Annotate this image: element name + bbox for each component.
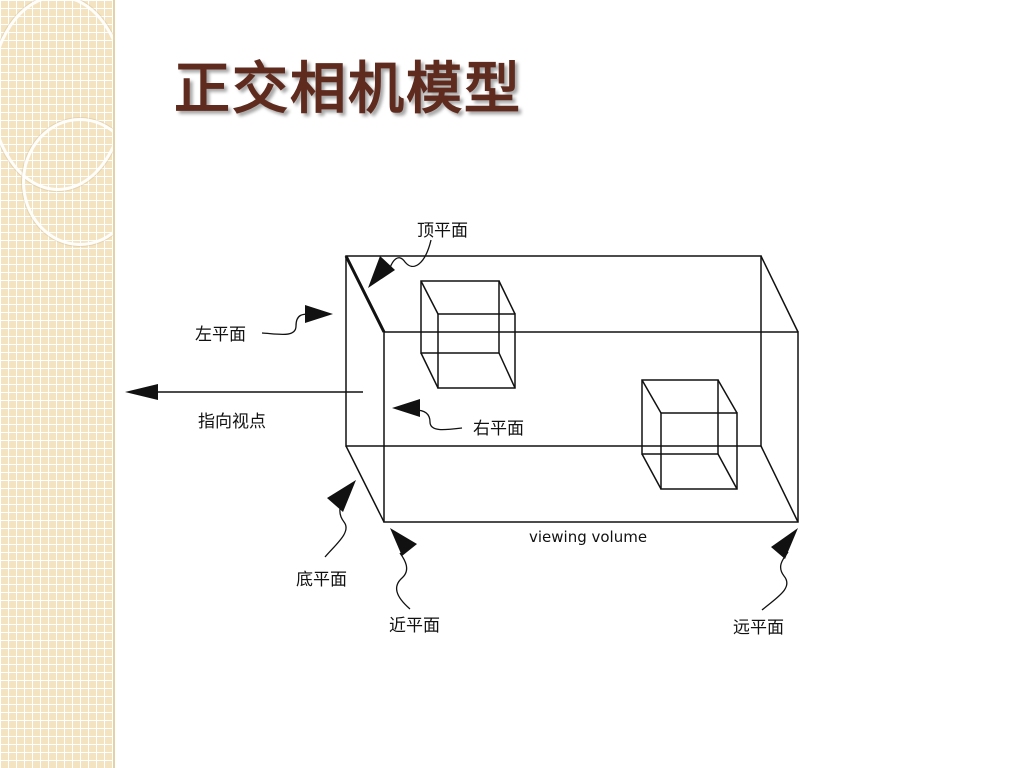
pointer-left-plane [261,305,333,336]
view-direction-arrow [125,384,363,400]
label-bottom-plane: 底平面 [296,570,347,590]
decorative-ring-small [22,118,113,246]
viewing-volume-box [344,255,799,523]
slide-title: 正交相机模型 [174,57,522,122]
label-near-plane: 近平面 [389,616,440,636]
decorative-side-panel [0,0,115,768]
label-viewing-volume: viewing volume [529,528,647,546]
pointer-bottom-plane [324,480,356,558]
cube-lower [641,379,738,490]
label-view-direction: 指向视点 [198,412,266,432]
pointer-near-plane [390,528,417,610]
label-left-plane: 左平面 [195,325,246,345]
cube-upper [420,280,516,389]
pointer-right-plane [392,399,463,431]
pointer-far-plane [761,528,798,611]
label-right-plane: 右平面 [473,419,524,439]
pointer-top-plane [368,239,432,288]
label-far-plane: 远平面 [733,618,784,638]
label-top-plane: 顶平面 [417,221,468,241]
arrowhead-icon [125,384,158,400]
